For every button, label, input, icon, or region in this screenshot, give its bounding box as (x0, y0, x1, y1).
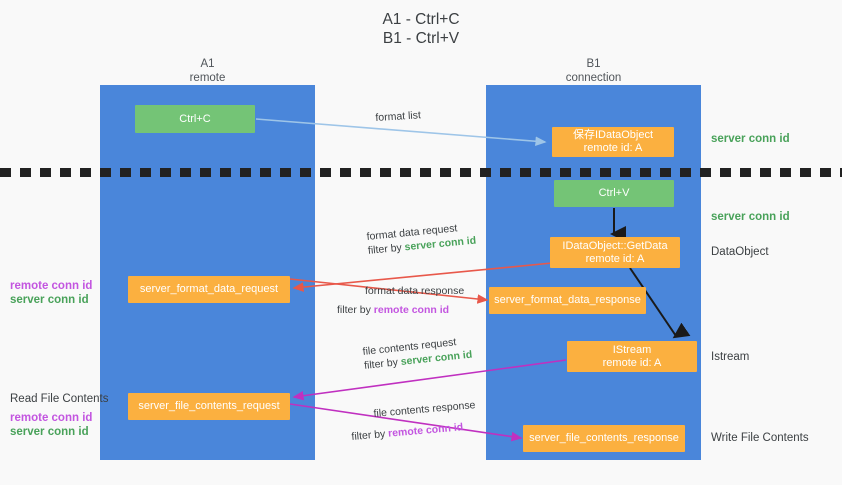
node-istream[interactable]: IStream remote id: A (567, 341, 697, 372)
filter-by-text: filter by (363, 356, 402, 372)
node-save-idataobject-line1: 保存IDataObject (572, 129, 654, 141)
phase-separator-dashed-line (0, 168, 842, 177)
arrow-label-file-contents-request: file contents request filter by server c… (362, 334, 473, 373)
title-line-1: A1 - Ctrl+C (382, 11, 460, 28)
node-ctrl-v-label: Ctrl+V (598, 187, 630, 199)
node-server-format-data-request-label: server_format_data_request (139, 283, 279, 295)
node-ctrl-v[interactable]: Ctrl+V (554, 180, 674, 207)
node-server-format-data-response[interactable]: server_format_data_response (489, 287, 646, 314)
node-ctrl-c-label: Ctrl+C (179, 112, 211, 125)
arrow-label-format-list-text: format list (375, 109, 422, 124)
annotation-server-conn-id-top: server conn id (711, 133, 790, 145)
node-server-file-contents-request-label: server_file_contents_request (138, 400, 280, 412)
arrow-label-format-data-request: format data request filter by server con… (366, 220, 477, 258)
lane-a1-sub: remote (189, 71, 226, 84)
node-istream-line2: remote id: A (602, 356, 662, 369)
annotation-remote-conn-id-upper: remote conn id (10, 280, 93, 292)
annotation-server-conn-id-lower: server conn id (10, 426, 89, 438)
filter-by-text: filter by (337, 304, 374, 316)
annotation-istream: Istream (711, 351, 750, 363)
annotation-server-conn-id-second: server conn id (711, 211, 790, 223)
lane-header-a1: A1 remote (100, 58, 315, 85)
annotation-write-file-contents: Write File Contents (711, 432, 809, 444)
arrow-label-file-contents-response: file contents response filter by remote … (351, 398, 478, 443)
node-save-idataobject-line2: remote id: A (583, 142, 643, 154)
arrow-label-format-data-response-line1: format data response (365, 285, 465, 297)
annotation-remote-conn-id-lower: remote conn id (10, 412, 93, 424)
node-idataobject-getdata[interactable]: IDataObject::GetData remote id: A (550, 237, 680, 268)
arrow-label-file-contents-response-filter: filter by remote conn id (351, 419, 478, 444)
filter-key-remote-conn-id: remote conn id (387, 421, 464, 440)
page-title: A1 - Ctrl+C B1 - Ctrl+V (0, 10, 842, 48)
node-server-format-data-response-label: server_format_data_response (494, 294, 641, 306)
node-getdata-line2: remote id: A (585, 252, 645, 265)
lane-a1-name: A1 (200, 58, 215, 70)
lane-header-b1: B1 connection (486, 58, 701, 85)
annotation-dataobject: DataObject (711, 246, 769, 258)
filter-key-remote-conn-id: remote conn id (373, 304, 450, 316)
arrow-label-format-data-response: format data response filter by remote co… (337, 284, 465, 317)
node-ctrl-c[interactable]: Ctrl+C (135, 105, 255, 133)
arrow-label-format-list: format list (375, 108, 421, 125)
filter-by-text: filter by (351, 427, 389, 443)
arrow-label-format-data-response-filter: filter by remote conn id (337, 303, 464, 317)
title-line-2: B1 - Ctrl+V (382, 30, 460, 47)
arrow-label-file-contents-response-line1: file contents response (373, 399, 476, 420)
node-server-file-contents-request[interactable]: server_file_contents_request (128, 393, 290, 420)
lane-b1-name: B1 (586, 58, 601, 70)
annotation-read-file-contents: Read File Contents (10, 393, 109, 405)
node-getdata-line1: IDataObject::GetData (562, 239, 668, 252)
annotation-server-conn-id-upper: server conn id (10, 294, 89, 306)
lane-b1-sub: connection (565, 71, 622, 84)
node-istream-line1: IStream (612, 343, 652, 356)
node-server-format-data-request[interactable]: server_format_data_request (128, 276, 290, 303)
node-server-file-contents-response-label: server_file_contents_response (529, 432, 679, 444)
node-save-idataobject[interactable]: 保存IDataObject remote id: A (552, 127, 674, 157)
filter-by-text: filter by (367, 241, 406, 257)
node-server-file-contents-response[interactable]: server_file_contents_response (523, 425, 685, 452)
